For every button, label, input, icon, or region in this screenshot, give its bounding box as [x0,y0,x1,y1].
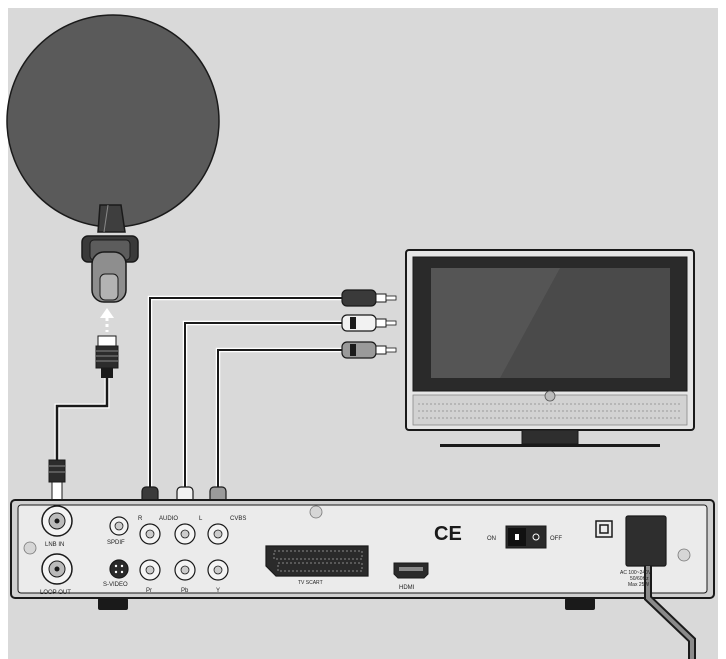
television-icon [405,249,695,447]
audio-l-label: L [199,516,203,522]
pr-port [139,559,161,581]
pr-label: Pr [146,588,152,594]
audio-r-port [139,523,161,545]
hdmi-port [393,562,429,579]
pb-port [174,559,196,581]
cvbs-label: CVBS [230,516,246,522]
ce-mark-icon: CE [434,523,462,545]
rca-plug-icon [341,314,397,332]
av-cables [147,295,346,487]
tv-scart-label: TV SCART [298,580,323,586]
svideo-port [109,559,129,579]
audio-l-port [174,523,196,545]
y-label: Y [216,588,220,594]
audio-label: AUDIO [159,516,178,522]
power-rating-line3: Max 25W [628,582,649,588]
pb-label: Pb [181,588,189,594]
y-port [207,559,229,581]
switch-on-label: ON [487,536,496,542]
double-insulation-icon [595,520,613,538]
spdif-port [109,516,129,536]
power-switch[interactable] [505,525,547,549]
lnb-in-label: LNB IN [45,542,64,548]
f-connector-icon [95,335,119,378]
cvbs-port [207,523,229,545]
loop-out-port [41,553,73,585]
power-rating-line2: 50/60Hz [630,576,649,582]
hdmi-label: HDMI [399,585,415,591]
rca-plug-icon [341,341,397,359]
lnb-icon [81,235,139,303]
loop-out-label: LOOP OUT [40,590,71,596]
switch-off-label: OFF [550,536,562,542]
power-rating-line1: AC 100~240V [620,570,652,576]
satellite-dish-icon [6,14,220,233]
lnb-in-port [41,505,73,537]
spdif-label: SPDIF [107,540,125,546]
power-cord [625,515,696,659]
svideo-label: S-VIDEO [103,582,128,588]
scart-port [265,545,369,577]
rca-plug-icon [341,289,397,307]
audio-r-label: R [138,516,143,522]
